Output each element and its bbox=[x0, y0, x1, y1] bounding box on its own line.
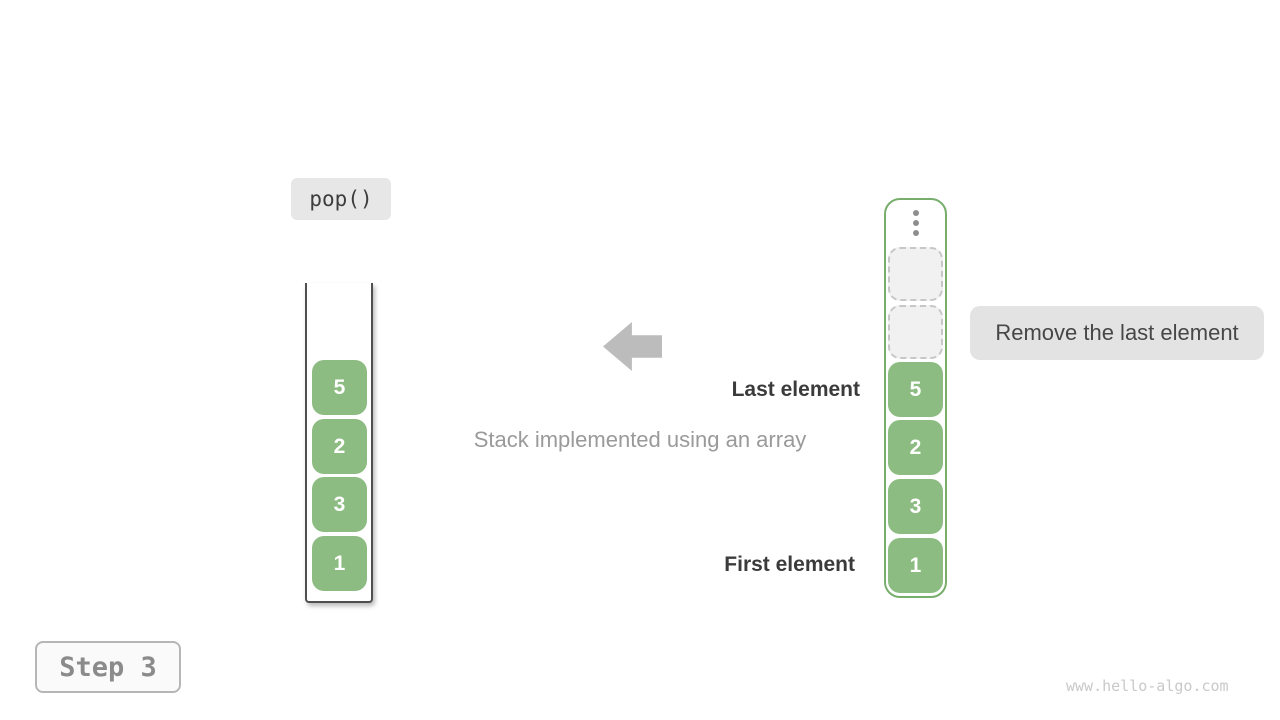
stack-element: 2 bbox=[312, 419, 367, 474]
last-element-label: Last element bbox=[731, 378, 860, 401]
array-element: 1 bbox=[888, 538, 943, 593]
vertical-dots-icon bbox=[886, 210, 945, 236]
step-badge: Step 3 bbox=[35, 641, 181, 693]
stack-container: 5 2 3 1 bbox=[305, 283, 373, 603]
arrow-left-icon bbox=[603, 322, 662, 371]
stack-element: 1 bbox=[312, 536, 367, 591]
array-element: 3 bbox=[888, 479, 943, 534]
operation-label: pop() bbox=[291, 178, 391, 220]
array-container: 5 2 3 1 bbox=[884, 198, 947, 598]
first-element-label: First element bbox=[724, 553, 855, 576]
array-element: 5 bbox=[888, 362, 943, 417]
diagram-caption: Stack implemented using an array bbox=[473, 427, 807, 452]
empty-array-slot bbox=[888, 247, 943, 301]
stack-element: 3 bbox=[312, 477, 367, 532]
watermark: www.hello-algo.com bbox=[1066, 677, 1229, 695]
array-element: 2 bbox=[888, 420, 943, 475]
remove-tooltip: Remove the last element bbox=[970, 306, 1264, 360]
empty-array-slot bbox=[888, 305, 943, 359]
stack-element: 5 bbox=[312, 360, 367, 415]
